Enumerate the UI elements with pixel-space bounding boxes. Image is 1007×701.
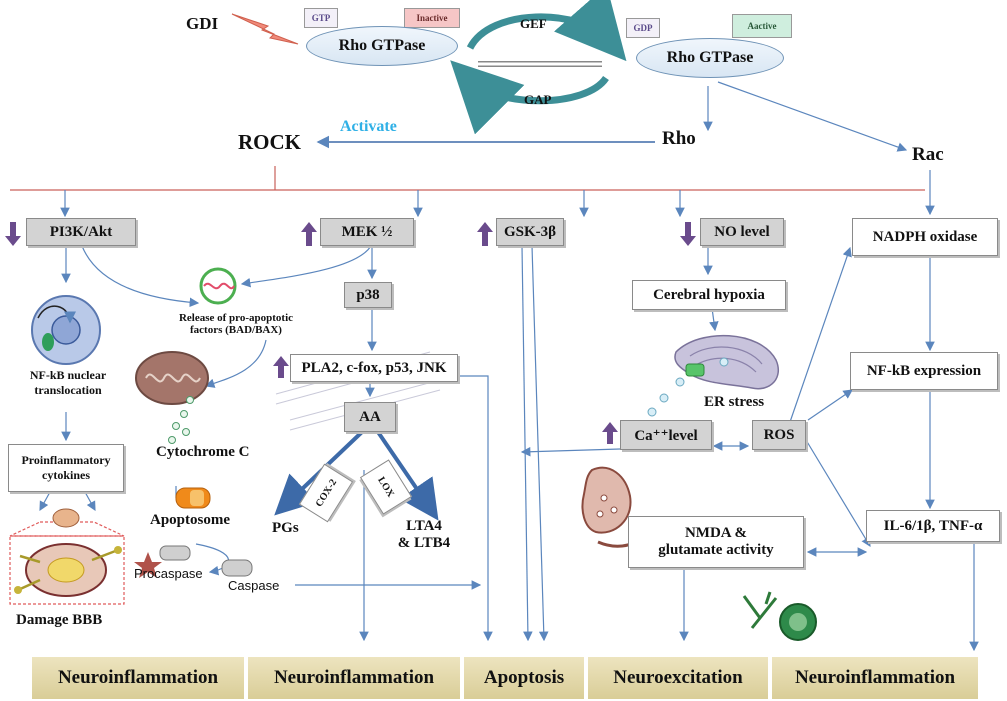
gsk3b-box: GSK-3β [496, 218, 564, 246]
cell-nucleus-icon [31, 295, 101, 365]
active-tag: Aactive [732, 14, 792, 38]
p38-box: p38 [344, 282, 392, 308]
cytochrome-c-label: Cytochrome C [156, 444, 250, 460]
bbb-damage-icon [9, 508, 125, 605]
apoptosome-icon [175, 487, 211, 509]
pi3k-akt-box: PI3K/Akt [26, 218, 136, 246]
rock-label: ROCK [238, 130, 301, 154]
aa-box: AA [344, 402, 396, 432]
nfkb-expression-box: NF-kB expression [850, 352, 998, 390]
banner-neuroinflammation-1: Neuroinflammation [32, 657, 244, 699]
pgs-label: PGs [272, 520, 299, 536]
gap-label: GAP [524, 92, 552, 107]
procaspase-label: Procaspase [134, 566, 203, 581]
ca-level-box: Ca⁺⁺level [620, 420, 712, 450]
activate-label: Activate [340, 118, 397, 135]
lta4-ltb4-label: LTA4& LTB4 [397, 518, 451, 551]
procaspase-icon [134, 545, 191, 578]
ros-box: ROS [752, 420, 806, 450]
banner-neuroinflammation-2: Neuroinflammation [248, 657, 460, 699]
dna-icon [199, 267, 237, 305]
caspase-label: Caspase [228, 578, 280, 593]
gtp-tag: GTP [304, 8, 338, 28]
trend-arrows [5, 222, 696, 444]
gap-cycle-arrow [450, 60, 609, 135]
rho-label: Rho [662, 128, 696, 149]
cerebral-hypoxia-box: Cerebral hypoxia [632, 280, 786, 310]
cytochrome-dots-icon [168, 396, 194, 444]
gdp-tag: GDP [626, 18, 660, 38]
rho-gtpase-active: Rho GTPase [636, 38, 784, 78]
damage-bbb-label: Damage BBB [16, 612, 103, 628]
down-arrow-icon [680, 222, 696, 246]
rho-gtpase-inactive: Rho GTPase [306, 26, 458, 66]
inactive-tag: Inactive [404, 8, 460, 28]
rac-label: Rac [912, 144, 944, 165]
banner-neuroinflammation-3: Neuroinflammation [772, 657, 978, 699]
apoptosome-label: Apoptosome [150, 512, 231, 528]
er-stress-label: ER stress [704, 394, 765, 410]
nmda-glutamate-box: NMDA &glutamate activity [628, 516, 804, 568]
pla2-box: PLA2, c-fox, p53, JNK [290, 354, 458, 382]
up-arrow-icon [602, 422, 618, 444]
nadph-oxidase-box: NADPH oxidase [852, 218, 998, 256]
banner-neuroexcitation: Neuroexcitation [588, 657, 768, 699]
gef-cycle-arrow [466, 0, 627, 62]
caspase-icon [221, 559, 253, 577]
gef-label: GEF [520, 16, 547, 31]
no-level-box: NO level [700, 218, 784, 246]
gdi-label: GDI [186, 14, 219, 33]
banner-apoptosis: Apoptosis [464, 657, 584, 699]
up-arrow-icon [301, 222, 317, 246]
gdi-lightning-icon [231, 13, 299, 45]
er-stress-icon [647, 334, 779, 417]
synapse-icon [581, 466, 641, 548]
mek-box: MEK ½ [320, 218, 414, 246]
up-arrow-icon [477, 222, 493, 246]
il6-tnf-box: IL-6/1β, TNF-α [866, 510, 1000, 542]
mitochondria-icon [135, 351, 209, 405]
down-arrow-icon [5, 222, 21, 246]
up-arrow-icon [273, 356, 289, 378]
neuron-microglia-icon [742, 591, 817, 641]
